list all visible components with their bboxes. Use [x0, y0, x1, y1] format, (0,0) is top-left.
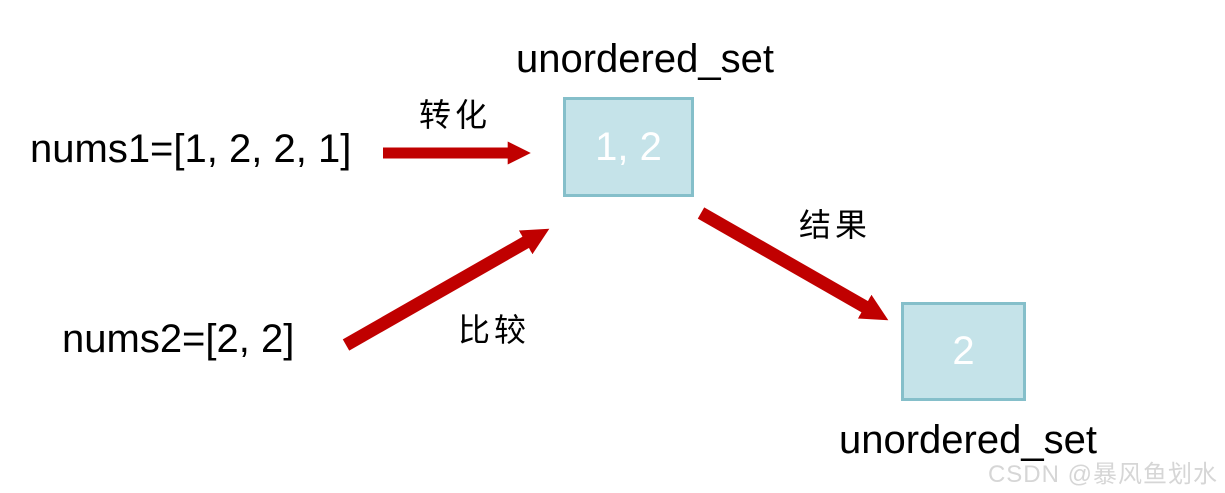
set-box-result-value: 2: [952, 329, 975, 373]
compare-arrow-label: 比较: [458, 312, 531, 348]
result-arrow-label: 结果: [799, 207, 872, 243]
csdn-watermark: CSDN @暴风鱼划水: [987, 461, 1218, 488]
nums1-label: nums1=[1, 2, 2, 1]: [30, 127, 352, 171]
set-box-result: 2: [901, 302, 1026, 401]
transform-arrow-label: 转化: [419, 97, 492, 133]
set-box-top: 1, 2: [563, 97, 694, 197]
compare-arrow: [342, 228, 550, 351]
bottom-set-title: unordered_set: [839, 418, 1097, 462]
top-set-title: unordered_set: [516, 37, 774, 81]
set-box-top-value: 1, 2: [595, 124, 662, 169]
nums2-label: nums2=[2, 2]: [62, 317, 295, 361]
result-arrow: [697, 207, 889, 321]
